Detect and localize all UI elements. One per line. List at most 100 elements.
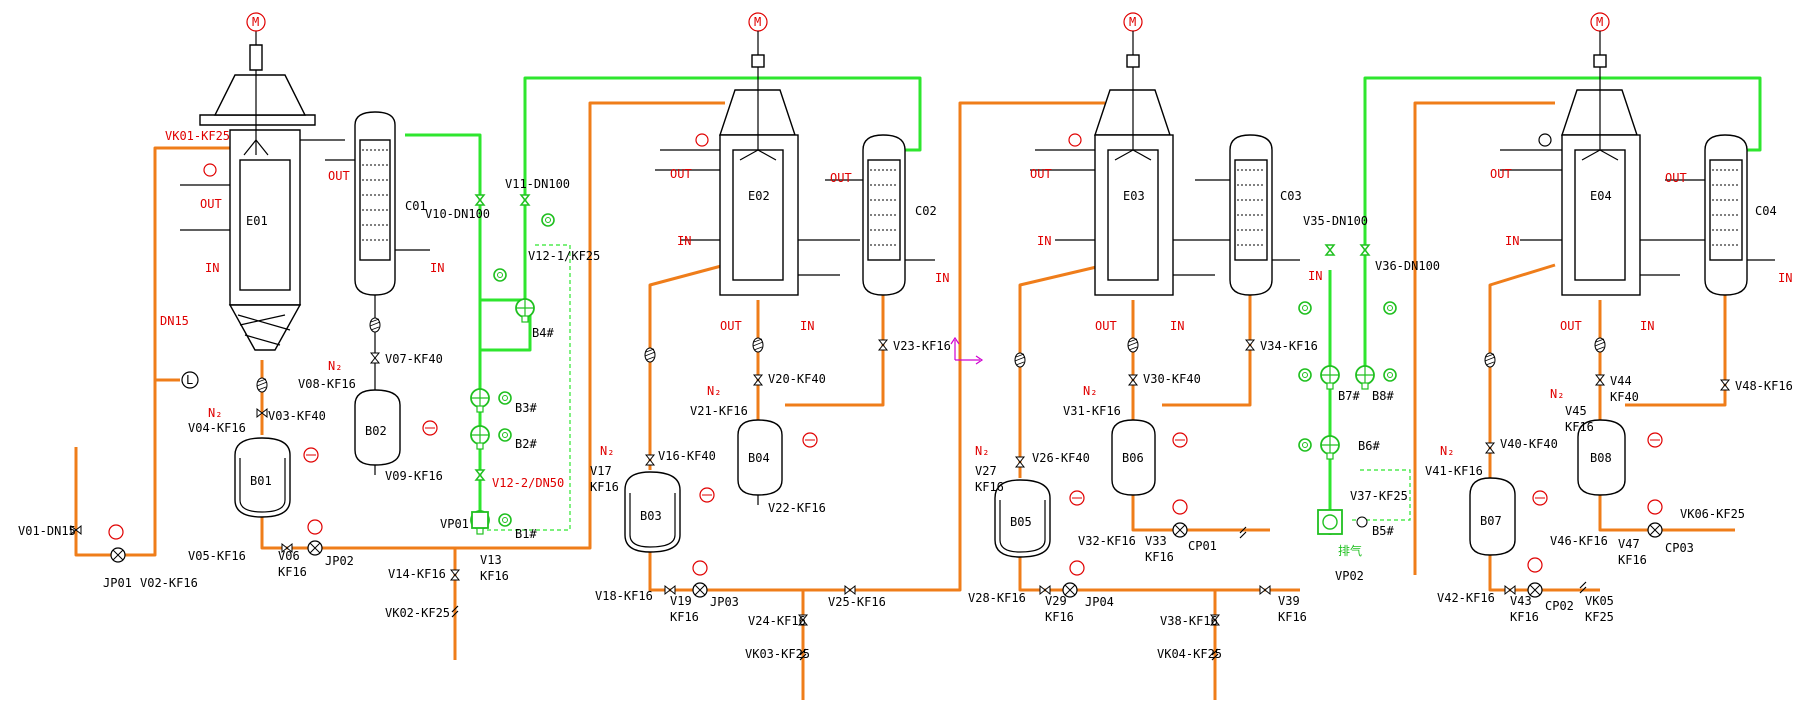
axis-marker-icon <box>950 336 984 365</box>
svg-text:OUT: OUT <box>1490 167 1512 181</box>
svg-text:N₂: N₂ <box>1550 387 1564 401</box>
svg-text:V04-KF16: V04-KF16 <box>188 421 246 435</box>
svg-text:V36-DN100: V36-DN100 <box>1375 259 1440 273</box>
svg-text:V38-KF16: V38-KF16 <box>1160 614 1218 628</box>
vessel-e02-label: E02 <box>748 189 770 203</box>
svg-text:B4#: B4# <box>532 326 554 340</box>
svg-text:V34-KF16: V34-KF16 <box>1260 339 1318 353</box>
svg-text:N₂: N₂ <box>1083 384 1097 398</box>
svg-text:V42-KF16: V42-KF16 <box>1437 591 1495 605</box>
valve-v48[interactable] <box>1720 379 1730 391</box>
e04-evaporator: M <box>1500 12 1705 296</box>
e03-evaporator: M <box>1030 12 1230 296</box>
valve-v10[interactable] <box>475 194 485 206</box>
valve-v36[interactable] <box>1360 244 1370 256</box>
pump-b7[interactable] <box>1320 365 1340 390</box>
svg-text:V20-KF40: V20-KF40 <box>768 372 826 386</box>
svg-text:V21-KF16: V21-KF16 <box>690 404 748 418</box>
svg-text:V25-KF16: V25-KF16 <box>828 595 886 609</box>
pump-jp03[interactable] <box>692 582 708 598</box>
valve-v43[interactable] <box>1504 585 1516 595</box>
b08-receiver <box>1577 419 1626 496</box>
svg-text:V12-2/DN50: V12-2/DN50 <box>492 476 564 490</box>
valve-v19[interactable] <box>664 585 676 595</box>
svg-text:M: M <box>754 15 761 29</box>
svg-text:CP02: CP02 <box>1545 599 1574 613</box>
valve-v30[interactable] <box>1128 374 1138 386</box>
svg-text:V18-KF16: V18-KF16 <box>595 589 653 603</box>
valve-v16[interactable] <box>645 454 655 466</box>
valve-v14[interactable] <box>450 569 460 581</box>
svg-text:VK02-KF25: VK02-KF25 <box>385 606 450 620</box>
temperature-icon <box>695 133 709 147</box>
svg-text:V24-KF16: V24-KF16 <box>748 614 806 628</box>
pump-b8[interactable] <box>1355 365 1375 390</box>
svg-text:IN: IN <box>1778 271 1792 285</box>
pressure-gauge-icon <box>1383 368 1397 382</box>
pump-cp01[interactable] <box>1172 522 1188 538</box>
valve-v23[interactable] <box>878 339 888 351</box>
valve-v07[interactable] <box>370 352 380 364</box>
svg-text:OUT: OUT <box>1095 319 1117 333</box>
valve-v25[interactable] <box>844 585 856 595</box>
svg-text:IN: IN <box>1308 269 1322 283</box>
vessel-c03-label: C03 <box>1280 189 1302 203</box>
level-indicator-icon <box>181 371 199 389</box>
pump-b6[interactable] <box>1320 435 1340 460</box>
valve-v34[interactable] <box>1245 339 1255 351</box>
valve-v12-2[interactable] <box>475 469 485 481</box>
valve-v26[interactable] <box>1015 456 1025 468</box>
svg-text:OUT: OUT <box>830 171 852 185</box>
pressure-gauge-icon <box>1298 301 1312 315</box>
valve-v40[interactable] <box>1485 442 1495 454</box>
svg-text:V01-DN15: V01-DN15 <box>18 524 76 538</box>
svg-text:B5#: B5# <box>1372 524 1394 538</box>
svg-text:OUT: OUT <box>200 197 222 211</box>
svg-text:V30-KF40: V30-KF40 <box>1143 372 1201 386</box>
filter-e01 <box>256 377 268 393</box>
svg-text:V07-KF40: V07-KF40 <box>385 352 443 366</box>
svg-text:V32-KF16: V32-KF16 <box>1078 534 1136 548</box>
valve-labels: V01-DN15 JP01 V02-KF16 VK01-KF25 V04-KF1… <box>18 129 1793 661</box>
svg-text:IN: IN <box>1037 234 1051 248</box>
temperature-icon <box>1068 133 1082 147</box>
vessel-c02-label: C02 <box>915 204 937 218</box>
svg-text:VK04-KF25: VK04-KF25 <box>1157 647 1222 661</box>
svg-text:CP03: CP03 <box>1665 541 1694 555</box>
valve-v35[interactable] <box>1325 244 1335 256</box>
svg-text:KF16: KF16 <box>1278 610 1307 624</box>
valve-v39[interactable] <box>1259 585 1271 595</box>
e01-motor: M <box>246 12 266 32</box>
svg-text:B6#: B6# <box>1358 439 1380 453</box>
svg-text:VK06-KF25: VK06-KF25 <box>1680 507 1745 521</box>
pump-b2[interactable] <box>470 425 490 450</box>
motor-icon <box>1527 557 1543 573</box>
svg-text:V44: V44 <box>1610 374 1632 388</box>
svg-text:JP04: JP04 <box>1085 595 1114 609</box>
pump-vp01[interactable] <box>471 511 489 529</box>
svg-text:V10-DN100: V10-DN100 <box>425 207 490 221</box>
svg-text:OUT: OUT <box>720 319 742 333</box>
valve-v44[interactable] <box>1595 374 1605 386</box>
svg-text:V12-1/KF25: V12-1/KF25 <box>528 249 600 263</box>
pump-jp01[interactable] <box>110 547 126 563</box>
svg-text:IN: IN <box>205 261 219 275</box>
svg-text:B2#: B2# <box>515 437 537 451</box>
process-lines <box>74 101 1735 700</box>
svg-text:KF16: KF16 <box>590 480 619 494</box>
vessel-e03-label: E03 <box>1123 189 1145 203</box>
pump-jp02[interactable] <box>307 540 323 556</box>
valve-v29[interactable] <box>1039 585 1051 595</box>
pressure-gauge-icon <box>1298 368 1312 382</box>
svg-text:V27: V27 <box>975 464 997 478</box>
svg-text:IN: IN <box>1505 234 1519 248</box>
pump-cp03[interactable] <box>1647 522 1663 538</box>
svg-text:V41-KF16: V41-KF16 <box>1425 464 1483 478</box>
valve-v20[interactable] <box>753 374 763 386</box>
svg-text:JP02: JP02 <box>325 554 354 568</box>
stream-labels: OUT IN OUT IN DN15 OUT IN OUT IN OUT IN … <box>160 167 1792 558</box>
svg-text:IN: IN <box>800 319 814 333</box>
svg-text:VP02: VP02 <box>1335 569 1364 583</box>
pump-b3[interactable] <box>470 388 490 413</box>
valve-v11[interactable] <box>520 194 530 206</box>
